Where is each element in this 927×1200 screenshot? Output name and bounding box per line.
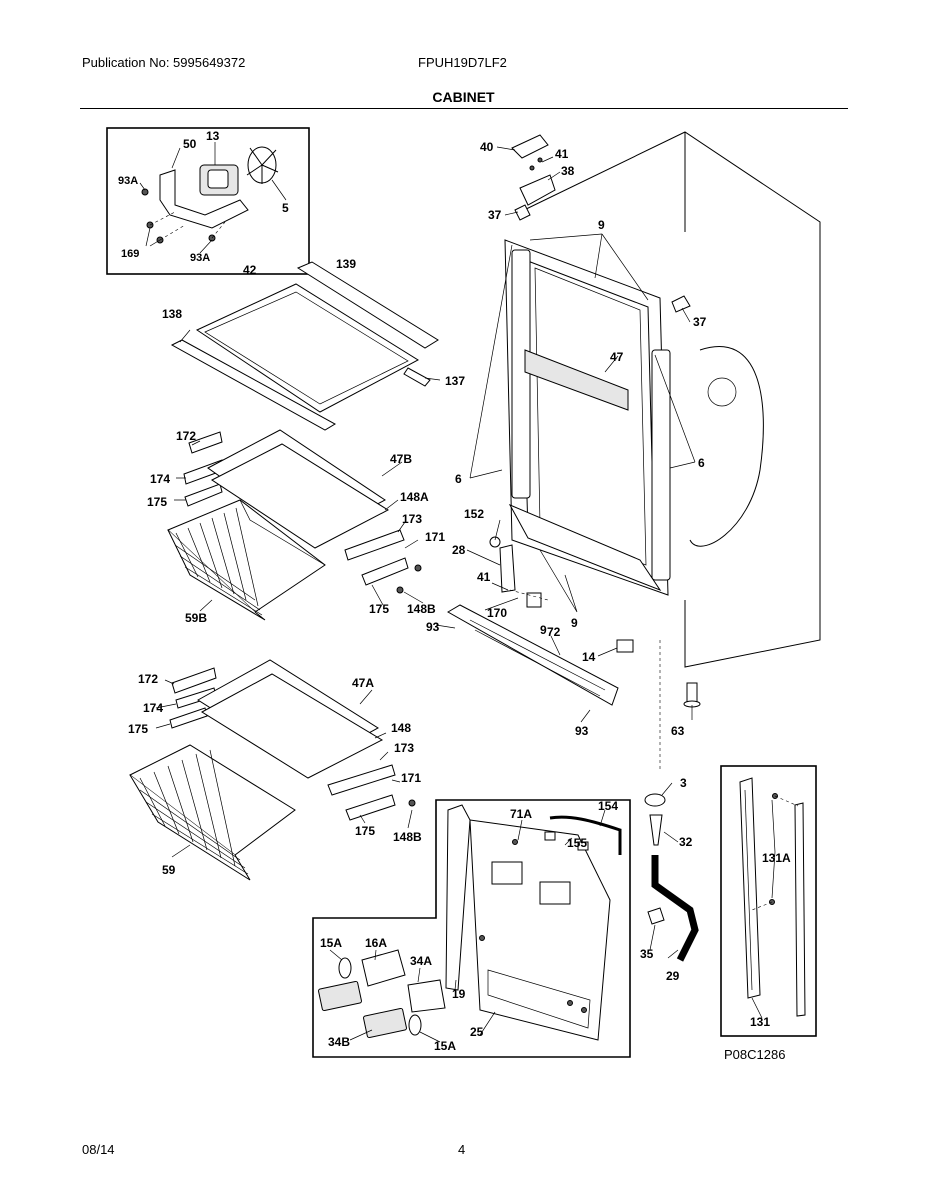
- callout: 16A: [365, 936, 387, 950]
- callout: 34B: [328, 1035, 350, 1049]
- page-number: 4: [458, 1142, 466, 1157]
- callout: 41: [555, 147, 569, 161]
- callout: 171: [401, 771, 421, 785]
- callout: 175: [369, 602, 389, 616]
- glass-shelf-top: [170, 261, 441, 431]
- callout: 137: [445, 374, 465, 388]
- callout: 72: [547, 625, 561, 639]
- fan-inset: [106, 127, 310, 275]
- callout: 42: [243, 263, 257, 277]
- callout: 34A: [410, 954, 432, 968]
- callout: 93A: [190, 252, 210, 264]
- footer-date: 08/14: [82, 1142, 115, 1157]
- callout: 131: [750, 1015, 770, 1029]
- callout: 152: [464, 507, 484, 521]
- callout: 148B: [393, 830, 422, 844]
- callout: 93: [575, 724, 589, 738]
- callout: 50: [183, 137, 197, 151]
- callout: 155: [567, 836, 587, 850]
- callout: 3: [680, 776, 687, 790]
- callout: 63: [671, 724, 685, 738]
- callout: 175: [355, 824, 375, 838]
- callout: 131A: [762, 851, 791, 865]
- callout: 148B: [407, 602, 436, 616]
- callout: 9: [540, 623, 547, 637]
- callout: 175: [147, 495, 167, 509]
- callout: 28: [452, 543, 466, 557]
- callout: 173: [394, 741, 414, 755]
- model-number: FPUH19D7LF2: [418, 55, 507, 70]
- section-title: CABINET: [432, 89, 495, 105]
- callout: 175: [128, 722, 148, 736]
- callout: 15A: [320, 936, 342, 950]
- callout: 19: [452, 987, 466, 1001]
- callout: 40: [480, 140, 494, 154]
- callout: 138: [162, 307, 182, 321]
- callout: 25: [470, 1025, 484, 1039]
- callout: 47B: [390, 452, 412, 466]
- callout: 9: [571, 616, 578, 630]
- callout: 37: [693, 315, 707, 329]
- callout: 170: [487, 606, 507, 620]
- callout: 37: [488, 208, 502, 222]
- callout: 93A: [118, 175, 138, 187]
- callout: 13: [206, 129, 220, 143]
- callout: 172: [176, 429, 196, 443]
- callout: 38: [561, 164, 575, 178]
- callout: 41: [477, 570, 491, 584]
- callout: 171: [425, 530, 445, 544]
- rail-inset: [720, 765, 817, 1037]
- callout: 154: [598, 799, 618, 813]
- callout: 139: [336, 257, 356, 271]
- cabinet-body: [435, 131, 821, 770]
- callout: 35: [640, 947, 654, 961]
- callout: 47A: [352, 676, 374, 690]
- callout: 6: [698, 456, 705, 470]
- callout: 173: [402, 512, 422, 526]
- crisper-assembly-b: [167, 429, 424, 621]
- callout: 71A: [510, 807, 532, 821]
- callout: 5: [282, 201, 289, 215]
- callout: 9: [598, 218, 605, 232]
- callout: 14: [582, 650, 596, 664]
- callout: 59B: [185, 611, 207, 625]
- callout: 148: [391, 721, 411, 735]
- callout-labels: 50 13 93A 5 169 93A 40 41 38 37 9 42 139…: [118, 129, 791, 1062]
- callout: 148A: [400, 490, 429, 504]
- drawing-code: P08C1286: [724, 1047, 785, 1062]
- callout: 174: [143, 701, 163, 715]
- crisper-assembly-a: [129, 659, 416, 881]
- drain-assembly: [644, 782, 699, 962]
- callout: 29: [666, 969, 680, 983]
- publication-number: Publication No: 5995649372: [82, 55, 246, 70]
- callout: 93: [426, 620, 440, 634]
- callout: 32: [679, 835, 693, 849]
- callout: 174: [150, 472, 170, 486]
- rear-panel-inset: [312, 799, 631, 1058]
- header-rule: [80, 108, 848, 109]
- callout: 169: [121, 248, 139, 260]
- callout: 15A: [434, 1039, 456, 1053]
- callout: 59: [162, 863, 176, 877]
- callout: 6: [455, 472, 462, 486]
- callout: 172: [138, 672, 158, 686]
- callout: 47: [610, 350, 624, 364]
